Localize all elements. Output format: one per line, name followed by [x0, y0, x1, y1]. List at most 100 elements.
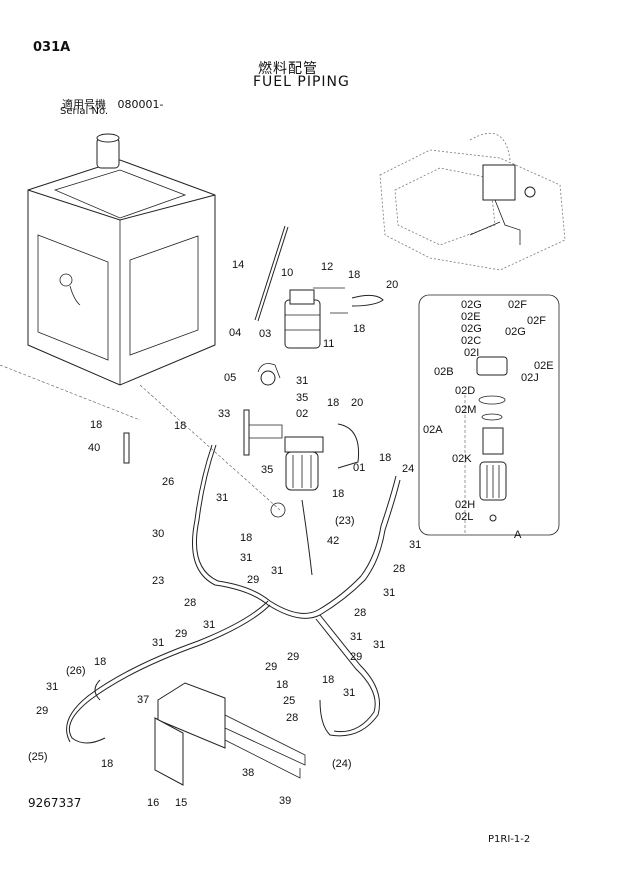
detail-part-label-02g: 02G	[505, 326, 526, 338]
part-label-01: 01	[353, 462, 365, 474]
water-separator-02	[270, 436, 324, 518]
part-label-02: 02	[296, 408, 308, 420]
part-label-29: 29	[287, 651, 299, 663]
part-label-28: 28	[393, 563, 405, 575]
hose-42	[301, 499, 313, 576]
part-label-30: 30	[152, 528, 164, 540]
part-label-31: 31	[343, 687, 355, 699]
detail-part-label-02k: 02K	[452, 453, 472, 465]
drawing-number: 9267337	[28, 796, 82, 810]
part-label-28: 28	[354, 607, 366, 619]
part-label-18: 18	[353, 323, 365, 335]
part-label-12: 12	[321, 261, 333, 273]
part-label-28: 28	[286, 712, 298, 724]
part-label-29: 29	[247, 574, 259, 586]
part-label-26: (26)	[66, 665, 86, 677]
part-label-20: 20	[386, 279, 398, 291]
detail-part-label-02d: 02D	[455, 385, 475, 397]
hose-20	[337, 423, 360, 469]
serial-applicability: 適用号機 080001-	[62, 96, 163, 112]
part-label-29: 29	[350, 651, 362, 663]
part-label-18: 18	[101, 758, 113, 770]
page-title-japanese: 燃料配管	[258, 61, 318, 77]
part-label-18: 18	[240, 532, 252, 544]
part-label-31: 31	[46, 681, 58, 693]
part-label-18: 18	[379, 452, 391, 464]
page-code: 031A	[33, 40, 71, 55]
part-label-18: 18	[332, 488, 344, 500]
detail-part-label-02m: 02M	[455, 404, 476, 416]
part-label-38: 38	[242, 767, 254, 779]
part-label-10: 10	[281, 267, 293, 279]
mounting-plate-38	[157, 682, 306, 779]
part-label-05: 05	[224, 372, 236, 384]
detail-part-label-02a: 02A	[423, 424, 443, 436]
part-label-37: 37	[137, 694, 149, 706]
part-label-31: 31	[152, 637, 164, 649]
part-label-16: 16	[147, 797, 159, 809]
part-label-39: 39	[279, 795, 291, 807]
bracket-33	[243, 409, 283, 456]
part-label-40: 40	[88, 442, 100, 454]
part-label-24: 24	[402, 463, 414, 475]
part-label-28: 28	[184, 597, 196, 609]
part-label-14: 14	[232, 259, 244, 271]
detail-part-label-a: A	[514, 529, 522, 541]
part-label-18: 18	[322, 674, 334, 686]
part-label-29: 29	[265, 661, 277, 673]
part-label-24: (24)	[332, 758, 352, 770]
part-label-04: 04	[229, 327, 241, 339]
part-label-20: 20	[351, 397, 363, 409]
part-label-03: 03	[259, 328, 271, 340]
fuel-pipe-network	[66, 444, 401, 744]
fuel-pipe-14	[254, 225, 286, 321]
detail-part-label-02l: 02L	[455, 511, 473, 523]
fuel-tank	[0, 133, 281, 511]
part-label-18: 18	[90, 419, 102, 431]
part-label-42: 42	[327, 535, 339, 547]
part-label-31: 31	[383, 587, 395, 599]
page-reference: P1RI-1-2	[488, 834, 531, 845]
detail-part-label-02e: 02E	[461, 311, 481, 323]
detail-view-a	[418, 294, 560, 536]
cover-15	[154, 717, 184, 786]
part-label-23: 23	[152, 575, 164, 587]
serial-value: 080001-	[117, 98, 164, 111]
part-label-31: 31	[271, 565, 283, 577]
serial-label: Serial No.	[60, 106, 109, 117]
detail-part-label-02f: 02F	[527, 315, 546, 327]
detail-part-label-02i: 02I	[464, 347, 479, 359]
part-label-35: 35	[261, 464, 273, 476]
part-label-29: 29	[36, 705, 48, 717]
part-label-31: 31	[240, 552, 252, 564]
detail-part-label-02j: 02J	[521, 372, 539, 384]
fuel-filter-upper	[284, 287, 384, 349]
part-label-18: 18	[276, 679, 288, 691]
part-label-25: 25	[283, 695, 295, 707]
detail-part-label-02f: 02F	[508, 299, 527, 311]
part-label-33: 33	[218, 408, 230, 420]
part-label-11: 11	[323, 338, 334, 350]
part-label-35: 35	[296, 392, 308, 404]
part-label-18: 18	[348, 269, 360, 281]
part-label-25: (25)	[28, 751, 48, 763]
detail-part-label-02c: 02C	[461, 335, 481, 347]
part-label-23: (23)	[335, 515, 355, 527]
part-label-15: 15	[175, 797, 187, 809]
detail-part-label-02g: 02G	[461, 323, 482, 335]
part-label-29: 29	[175, 628, 187, 640]
detail-part-label-02g: 02G	[461, 299, 482, 311]
part-label-31: 31	[373, 639, 385, 651]
part-label-31: 31	[216, 492, 228, 504]
part-label-31: 31	[350, 631, 362, 643]
part-label-18: 18	[174, 420, 186, 432]
part-label-31: 31	[203, 619, 215, 631]
part-label-26: 26	[162, 476, 174, 488]
page-title: FUEL PIPING	[253, 74, 350, 90]
part-labels: 14 10 12 18 20 18 11 04 03 05 31 35 33 02 18 20 35 01 18 18…	[28, 259, 421, 809]
detail-part-label-02e: 02E	[534, 360, 554, 372]
part-label-31: 31	[409, 539, 421, 551]
fuel-pump-03	[257, 363, 281, 386]
